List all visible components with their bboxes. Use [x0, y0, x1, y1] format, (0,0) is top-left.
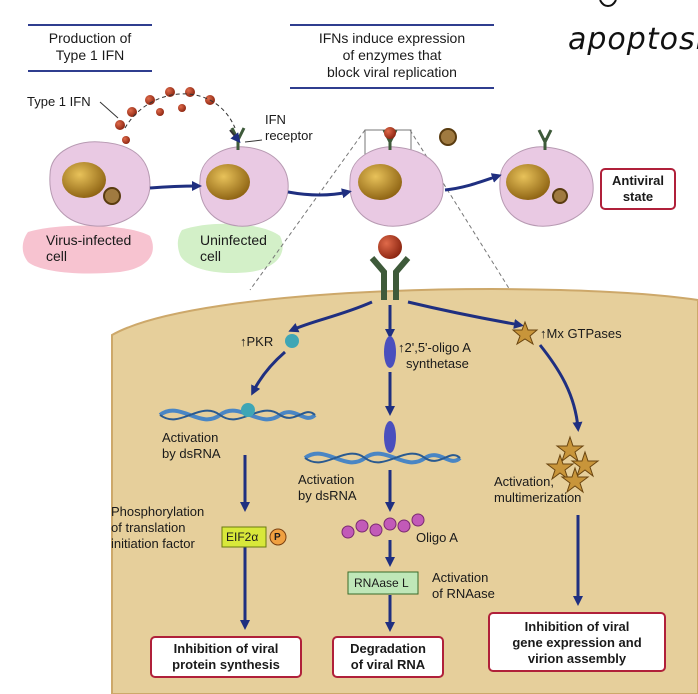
mx-gtpases-label: ↑Mx GTPases — [540, 326, 622, 342]
pkr-activation-line2: by dsRNA — [162, 446, 221, 461]
receptor-zoom — [369, 235, 411, 300]
pkr-text: PKR — [246, 334, 274, 349]
ifn-particles — [115, 87, 215, 144]
mx-multimer — [545, 435, 600, 494]
header-production-line1: Production of — [48, 30, 132, 46]
rnaase-l-label: RNAase L — [354, 576, 409, 590]
handwritten-note: apoptosi — [568, 22, 698, 57]
up-arrow-icon: ↑ — [398, 340, 405, 355]
pkr-label: ↑PKR — [240, 334, 273, 350]
protein-synthesis-line1: Inhibition of viral — [173, 641, 279, 656]
antiviral-state-box: Antiviral state — [600, 168, 676, 210]
mx-gtpases-text: Mx GTPases — [546, 326, 622, 341]
ifn-receptor-label: IFN receptor — [265, 112, 313, 144]
eif2a-label: EIF2α — [226, 530, 259, 544]
oligo-synthetase-label: ↑2',5'-oligo A synthetase — [398, 340, 471, 372]
phosphorylation-line3: initiation factor — [111, 536, 195, 551]
header-production-line2: Type 1 IFN — [55, 47, 125, 63]
gene-expression-line3: virion assembly — [527, 651, 627, 666]
oligo-activation-line1: Activation — [298, 472, 355, 487]
protein-synthesis-line2: protein synthesis — [172, 657, 280, 672]
ifn-stimulated-cell — [349, 127, 457, 227]
header-induce-line2: of enzymes that — [342, 47, 442, 63]
oligo-a-label: Oligo A — [416, 530, 458, 545]
oligo-a-beads — [341, 513, 425, 539]
gene-expression-line2: gene expression and — [512, 635, 642, 650]
ifn-receptor-line1: IFN — [265, 112, 286, 127]
rnaase-activation-line1: Activation — [432, 570, 489, 585]
antiviral-line2: state — [622, 189, 654, 204]
mx-activation-line2: multimerization — [494, 490, 582, 505]
viral-rna-line1: Degradation — [350, 641, 426, 656]
protein-synthesis-result: Inhibition of viral protein synthesis — [150, 636, 302, 678]
gene-expression-line1: Inhibition of viral — [524, 619, 630, 634]
antiviral-line1: Antiviral — [611, 173, 664, 188]
pink-highlight — [22, 225, 153, 274]
virus-infected-label: Virus-infected cell — [46, 232, 131, 264]
gene-expression-result: Inhibition of viral gene expression and … — [488, 612, 666, 672]
ifn-receptor-line2: receptor — [265, 128, 313, 143]
uninfected-label: Uninfected cell — [200, 232, 267, 264]
virus-infected-cell — [49, 141, 151, 227]
virus-infected-line1: Virus-infected — [46, 232, 132, 248]
uninfected-line2: cell — [200, 248, 222, 264]
phosphorylation-label: Phosphorylation of translation initiatio… — [111, 504, 204, 552]
header-induce: IFNs induce expression of enzymes that b… — [290, 24, 494, 89]
header-induce-line3: block viral replication — [327, 64, 457, 80]
oligo-synthetase-line2: synthetase — [406, 356, 469, 371]
oligo-activation-line2: by dsRNA — [298, 488, 357, 503]
oligo-synthetase-line1: 2',5'-oligo A — [404, 340, 471, 355]
viral-rna-line2: of viral RNA — [350, 657, 426, 672]
viral-rna-result: Degradation of viral RNA — [332, 636, 444, 678]
mx-activation-label: Activation, multimerization — [494, 474, 581, 506]
green-highlight — [177, 223, 283, 274]
phosphorylation-line2: of translation — [111, 520, 186, 535]
up-arrow-icon: ↑ — [240, 334, 247, 349]
antiviral-state-cell — [499, 129, 594, 227]
rnaase-activation-label: Activation of RNAase — [432, 570, 495, 602]
uninfected-line1: Uninfected — [200, 232, 267, 248]
up-arrow-icon: ↑ — [540, 326, 547, 341]
header-induce-line1: IFNs induce expression — [318, 30, 466, 46]
phosphorylation-line1: Phosphorylation — [111, 504, 205, 519]
uninfected-cell — [199, 127, 289, 227]
oligo-activation-label: Activation by dsRNA — [298, 472, 357, 504]
mx-activation-line1: Activation, — [494, 474, 554, 489]
phospho-p-label: P — [274, 532, 281, 543]
type1-ifn-label: Type 1 IFN — [27, 94, 91, 109]
rnaase-activation-line2: of RNAase — [432, 586, 495, 601]
pkr-activation-label: Activation by dsRNA — [162, 430, 221, 462]
header-production: Production of Type 1 IFN — [28, 24, 152, 72]
virus-infected-line2: cell — [46, 248, 68, 264]
pkr-activation-line1: Activation — [162, 430, 219, 445]
